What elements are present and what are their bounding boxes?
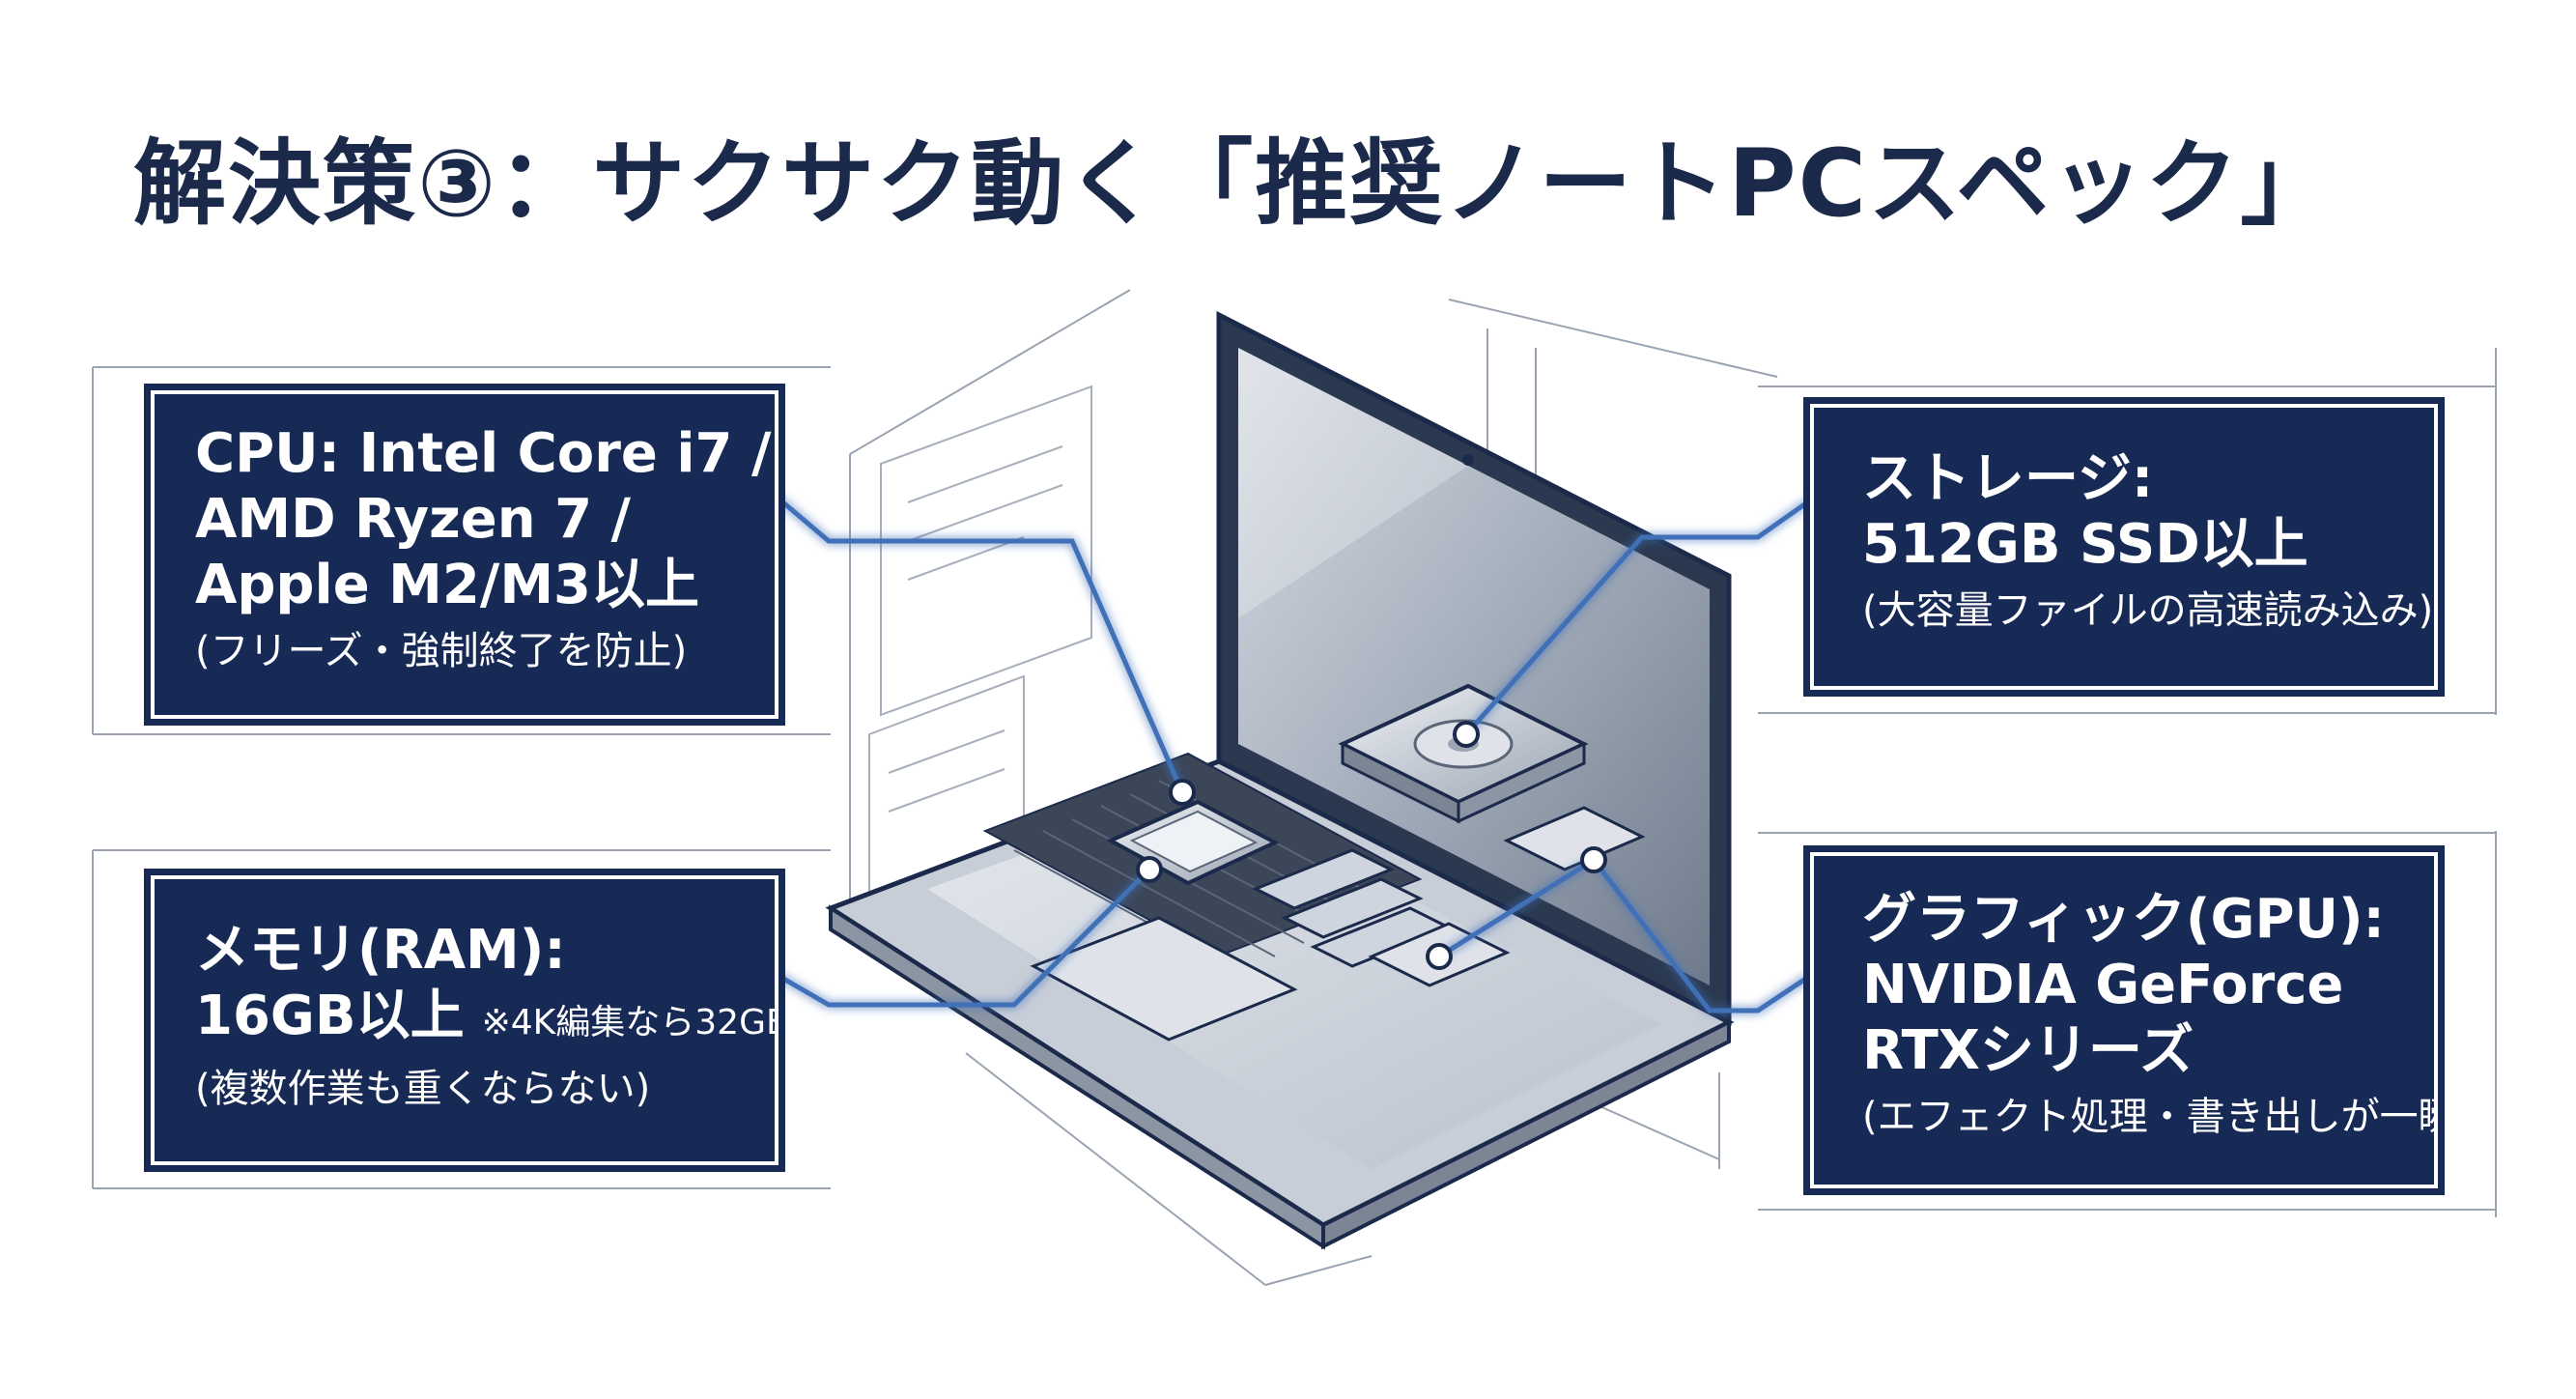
cpu-note: (フリーズ・強制終了を防止): [195, 629, 688, 673]
laptop-base: [825, 752, 1735, 1250]
spec-card-cpu: CPU: Intel Core i7 / AMD Ryzen 7 / Apple…: [144, 384, 785, 726]
spec-card-gpu: グラフィック(GPU): NVIDIA GeForce RTXシリーズ (エフェ…: [1803, 845, 2473, 1195]
gpu-note: (エフェクト処理・書き出しが一瞬): [1862, 1095, 2473, 1139]
cpu-line-3: Apple M2/M3以上: [195, 554, 700, 616]
ram-line-2: 16GB以上 ※4K編集なら32GB: [195, 984, 790, 1056]
blueprint-guides: [92, 289, 2497, 1286]
gpu-line-2: NVIDIA GeForce: [1862, 954, 2344, 1016]
storage-line-1: ストレージ:: [1862, 447, 2154, 510]
ram-line-1: メモリ(RAM):: [195, 919, 566, 982]
storage-note: (大容量ファイルの高速読み込み): [1862, 588, 2434, 633]
ram-modules: [1252, 848, 1453, 968]
connector-dots: [1136, 721, 1607, 970]
ram-4k-note: ※4K編集なら32GB: [481, 1003, 790, 1042]
spec-card-storage: ストレージ: 512GB SSD以上 (大容量ファイルの高速読み込み): [1803, 397, 2445, 697]
cpu-line-2: AMD Ryzen 7 /: [195, 488, 632, 551]
gpu-line-3: RTXシリーズ: [1862, 1019, 2194, 1082]
page-title: 解決策③：サクサク動く「推奨ノートPCスペック」: [133, 129, 2335, 238]
callout-connectors: [777, 497, 1812, 1014]
storage-line-2: 512GB SSD以上: [1862, 513, 2308, 576]
ram-capacity: 16GB以上: [195, 985, 465, 1047]
cpu-line-1: CPU: Intel Core i7 /: [195, 422, 772, 485]
gpu-line-1: グラフィック(GPU):: [1862, 888, 2385, 951]
ram-note: (複数作業も重くならない): [195, 1067, 651, 1111]
spec-card-ram: メモリ(RAM): 16GB以上 ※4K編集なら32GB (複数作業も重くならない…: [144, 869, 790, 1172]
